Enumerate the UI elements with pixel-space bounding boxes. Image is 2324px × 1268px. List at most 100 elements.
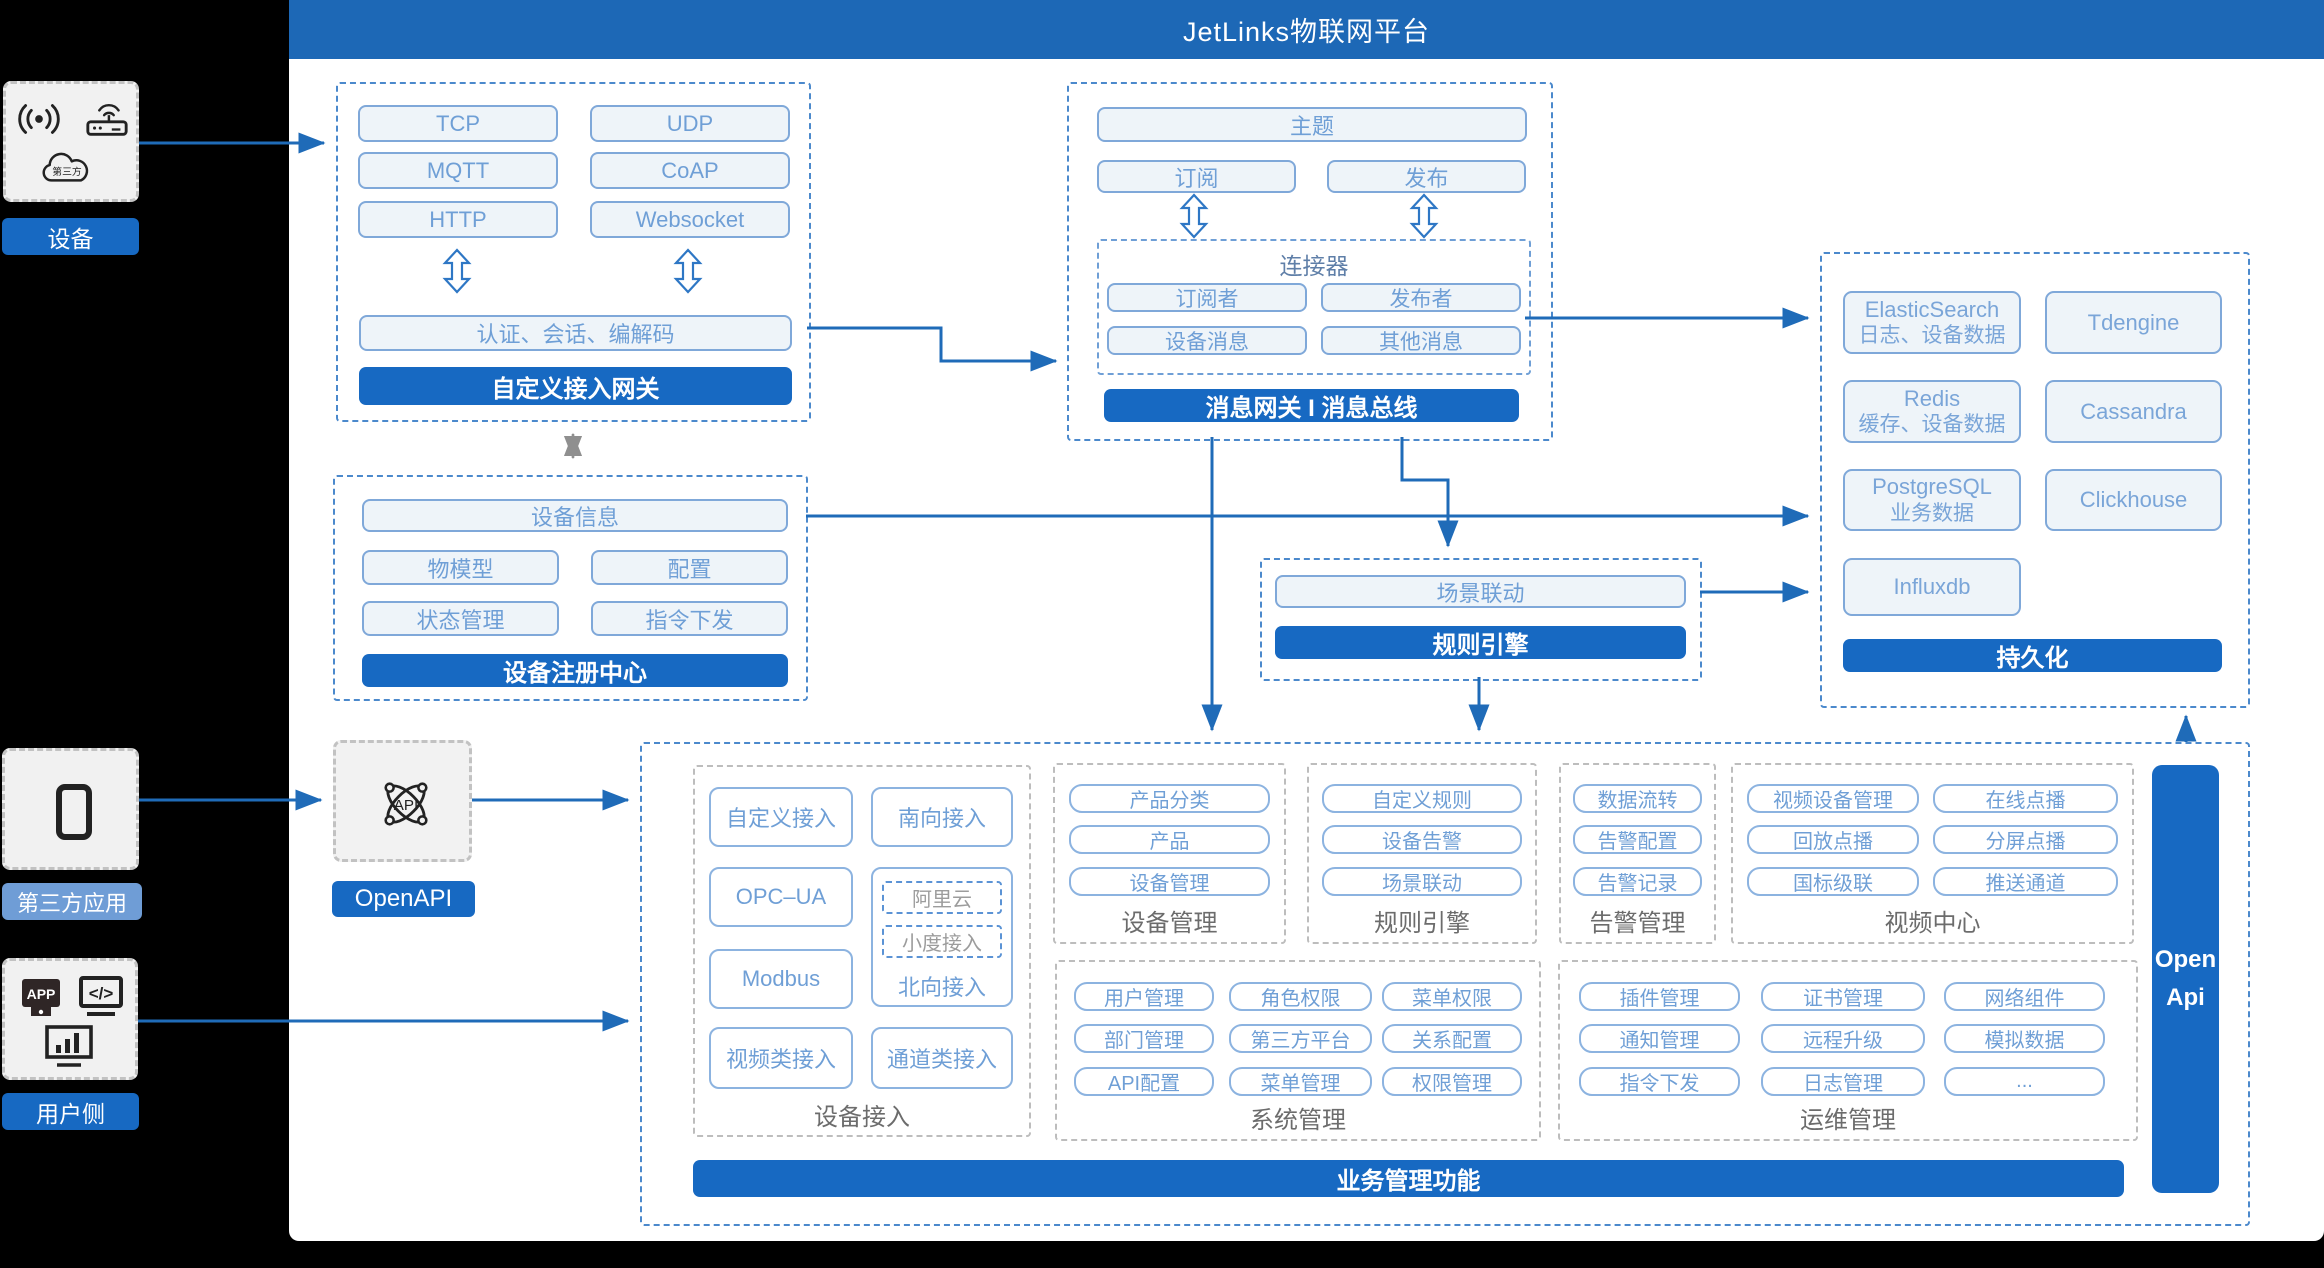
- redis-box: Redis 缓存、设备数据: [1843, 380, 2021, 443]
- system-column: 用户管理 角色权限 菜单权限 部门管理 第三方平台 关系配置 API配置 菜单管…: [1055, 960, 1541, 1141]
- thirdparty-icon-group: [2, 748, 139, 870]
- chip: 产品: [1069, 825, 1270, 854]
- codec-bar: 认证、会话、编解码: [359, 315, 792, 351]
- chip: 数据流转: [1573, 784, 1702, 813]
- code-icon: </>: [79, 976, 123, 1016]
- chip: 关系配置: [1382, 1024, 1522, 1053]
- chip: 指令下发: [1579, 1067, 1740, 1096]
- sidebar-label-user: 用户侧: [2, 1093, 139, 1130]
- open-api-vertical-bar: Open Api: [2152, 765, 2219, 1193]
- config-box: 配置: [591, 550, 788, 585]
- device-mgmt-label: 设备管理: [1121, 910, 1218, 937]
- chip: 设备管理: [1069, 867, 1270, 896]
- north-access-box: 阿里云 小度接入 北向接入: [871, 867, 1013, 1007]
- chip: 告警记录: [1573, 867, 1702, 896]
- chip: 插件管理: [1579, 982, 1740, 1011]
- alarm-label: 告警管理: [1589, 910, 1686, 937]
- wireless-signal-icon: [18, 104, 60, 134]
- chip: 角色权限: [1229, 982, 1372, 1011]
- rule-engine-bar: 规则引擎: [1275, 626, 1686, 659]
- message-gateway-bar: 消息网关 I 消息总线: [1104, 389, 1519, 422]
- protocol-udp: UDP: [590, 105, 790, 142]
- command-box: 指令下发: [591, 601, 788, 636]
- sidebar-label-device: 设备: [2, 218, 139, 255]
- video-access-box: 视频类接入: [709, 1027, 853, 1089]
- rule-engine-column: 自定义规则 设备告警 场景联动 规则引擎: [1307, 763, 1537, 944]
- device-icon-group: 第三方: [3, 81, 139, 202]
- third-party-cloud-icon: 第三方: [42, 152, 89, 182]
- api-icon-text: API: [394, 797, 418, 814]
- subscriber-box: 订阅者: [1107, 283, 1307, 312]
- ops-label: 运维管理: [1800, 1107, 1896, 1134]
- elasticsearch-box: ElasticSearch 日志、设备数据: [1843, 291, 2021, 354]
- protocol-mqtt: MQTT: [358, 152, 558, 189]
- influxdb-box: Influxdb: [1843, 558, 2021, 616]
- publish-box: 发布: [1327, 160, 1526, 193]
- tdengine-box: Tdengine: [2045, 291, 2222, 354]
- protocol-tcp: TCP: [358, 105, 558, 142]
- postgresql-box: PostgreSQL 业务数据: [1843, 469, 2021, 531]
- api-atom-icon: API: [384, 782, 428, 826]
- chip: ...: [1944, 1067, 2105, 1096]
- persistence-bar: 持久化: [1843, 639, 2222, 672]
- page-title: JetLinks物联网平台: [289, 0, 2324, 59]
- device-message-box: 设备消息: [1107, 326, 1307, 355]
- chip: 产品分类: [1069, 784, 1270, 813]
- sidebar-label-thirdparty: 第三方应用: [2, 883, 142, 920]
- business-footer-bar: 业务管理功能: [693, 1160, 2124, 1197]
- connector-box: 连接器 订阅者 发布者 设备消息 其他消息: [1097, 239, 1531, 375]
- app-icon: APP: [22, 979, 60, 1016]
- app-icon-text: APP: [27, 986, 56, 1002]
- chip: 菜单管理: [1229, 1067, 1372, 1096]
- rule-engine-label: 规则引擎: [1374, 910, 1470, 937]
- video-column: 视频设备管理 在线点播 回放点播 分屏点播 国标级联 推送通道 视频中心: [1731, 763, 2134, 944]
- chip: 日志管理: [1761, 1067, 1925, 1096]
- chip: 自定义规则: [1322, 784, 1522, 813]
- channel-access-box: 通道类接入: [871, 1027, 1013, 1089]
- north-access-label: 北向接入: [897, 975, 986, 1000]
- chip: 部门管理: [1074, 1024, 1214, 1053]
- chip: 权限管理: [1382, 1067, 1522, 1096]
- subscribe-box: 订阅: [1097, 160, 1296, 193]
- registry-bar: 设备注册中心: [362, 654, 788, 687]
- video-label: 视频中心: [1884, 910, 1981, 937]
- device-access-column: 自定义接入 南向接入 OPC–UA 阿里云 小度接入 北向接入 Modbus 视…: [693, 765, 1031, 1137]
- protocol-websocket: Websocket: [590, 201, 790, 238]
- publisher-box: 发布者: [1321, 283, 1521, 312]
- custom-access-box: 自定义接入: [709, 787, 853, 847]
- chip: 回放点播: [1747, 825, 1919, 854]
- chip: 推送通道: [1933, 867, 2118, 896]
- chip: 视频设备管理: [1747, 784, 1919, 813]
- protocol-http: HTTP: [358, 201, 558, 238]
- state-mgmt-box: 状态管理: [362, 601, 559, 636]
- south-access-box: 南向接入: [871, 787, 1013, 847]
- chip: 菜单权限: [1382, 982, 1522, 1011]
- title-text: JetLinks物联网平台: [1182, 17, 1431, 47]
- modbus-box: Modbus: [709, 949, 853, 1009]
- cassandra-box: Cassandra: [2045, 380, 2222, 443]
- router-icon: [86, 104, 128, 136]
- chip: 告警配置: [1573, 825, 1702, 854]
- chip: 证书管理: [1761, 982, 1925, 1011]
- openapi-label: OpenAPI: [332, 881, 475, 917]
- device-mgmt-column: 产品分类 产品 设备管理 设备管理: [1053, 763, 1286, 944]
- clickhouse-box: Clickhouse: [2045, 469, 2222, 531]
- device-registry-box: 设备信息 物模型 配置 状态管理 指令下发 设备注册中心: [333, 475, 808, 701]
- device-access-label: 设备接入: [814, 1104, 910, 1131]
- scene-linkage-bar: 场景联动: [1275, 575, 1686, 608]
- openapi-icon-box: API: [333, 740, 472, 862]
- cloud-label: 第三方: [52, 165, 82, 178]
- smartphone-icon: [56, 784, 92, 840]
- chip: 场景联动: [1322, 867, 1522, 896]
- chip: 分屏点播: [1933, 825, 2118, 854]
- system-label: 系统管理: [1250, 1107, 1346, 1134]
- code-icon-text: </>: [89, 984, 114, 1003]
- chip: 远程升级: [1761, 1024, 1925, 1053]
- dashboard-chart-icon: [45, 1025, 93, 1067]
- opcua-box: OPC–UA: [709, 867, 853, 927]
- user-icon-group: APP </>: [2, 958, 138, 1080]
- protocol-coap: CoAP: [590, 152, 790, 189]
- persistence-box: ElasticSearch 日志、设备数据 Tdengine Redis 缓存、…: [1820, 252, 2250, 708]
- chip: API配置: [1074, 1067, 1214, 1096]
- other-message-box: 其他消息: [1321, 326, 1521, 355]
